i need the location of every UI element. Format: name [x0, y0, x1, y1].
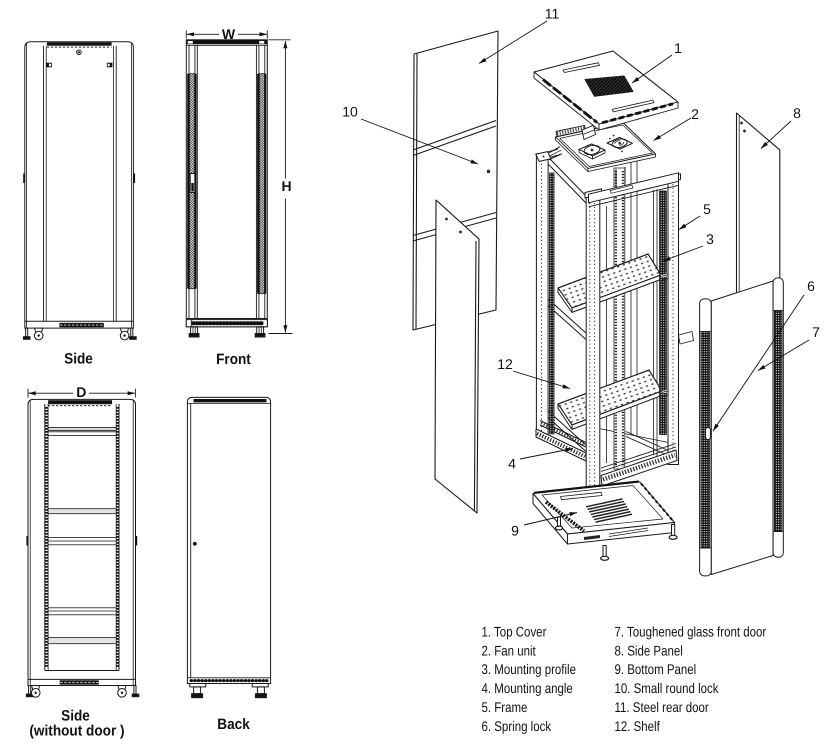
- svg-text:7: 7: [812, 324, 820, 340]
- svg-text:Side: Side: [64, 351, 93, 368]
- svg-text:Side: Side: [61, 708, 90, 725]
- svg-text:12: 12: [497, 356, 513, 372]
- svg-text:11. Steel rear door: 11. Steel rear door: [615, 699, 709, 715]
- svg-text:1. Top Cover: 1. Top Cover: [482, 624, 547, 640]
- svg-text:11: 11: [545, 6, 560, 22]
- svg-text:8. Side Panel: 8. Side Panel: [615, 642, 683, 658]
- svg-text:9: 9: [511, 523, 519, 539]
- svg-text:4. Mounting angle: 4. Mounting angle: [482, 680, 573, 696]
- svg-text:5: 5: [703, 201, 711, 217]
- svg-text:6: 6: [807, 278, 815, 294]
- svg-text:8: 8: [793, 105, 801, 121]
- svg-text:Front: Front: [216, 351, 251, 368]
- svg-text:9. Bottom Panel: 9. Bottom Panel: [615, 661, 697, 677]
- svg-text:12. Shelf: 12. Shelf: [615, 718, 660, 734]
- svg-text:W: W: [222, 26, 236, 42]
- svg-text:5. Frame: 5. Frame: [482, 699, 528, 715]
- svg-text:4: 4: [508, 456, 516, 472]
- svg-text:10. Small round lock: 10. Small round lock: [615, 680, 720, 696]
- svg-text:(without door ): (without door ): [29, 723, 124, 740]
- svg-text:1: 1: [674, 40, 682, 56]
- svg-text:Back: Back: [217, 716, 250, 733]
- svg-text:2. Fan unit: 2. Fan unit: [482, 642, 536, 658]
- svg-text:6. Spring lock: 6. Spring lock: [482, 718, 552, 734]
- svg-text:7. Toughened glass front door: 7. Toughened glass front door: [615, 624, 767, 640]
- svg-text:3: 3: [706, 231, 714, 247]
- svg-text:3. Mounting profile: 3. Mounting profile: [482, 661, 577, 677]
- svg-text:H: H: [282, 178, 292, 194]
- svg-text:10: 10: [342, 104, 358, 120]
- svg-text:D: D: [76, 384, 86, 400]
- svg-text:2: 2: [691, 106, 699, 122]
